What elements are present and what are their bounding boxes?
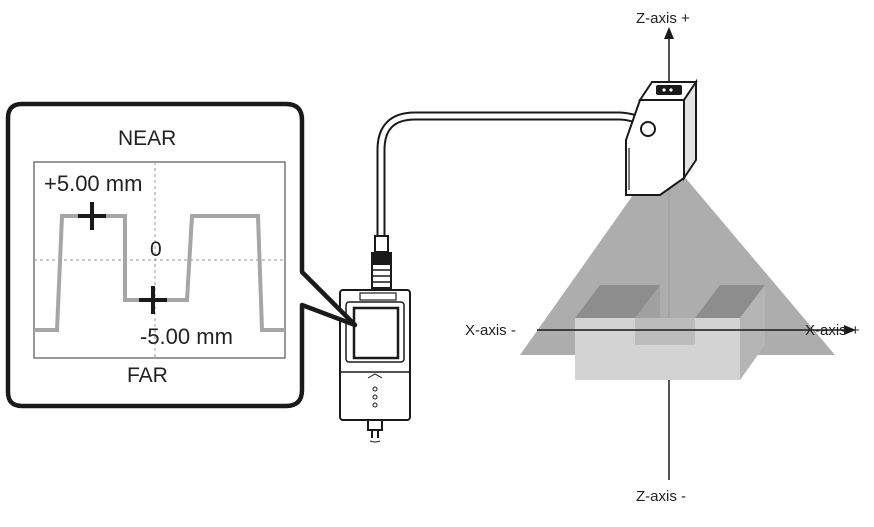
workpiece-groove-wall: [635, 318, 695, 345]
workpiece-top-right: [695, 285, 765, 318]
sensor-head: [625, 78, 698, 196]
cable-connector: [371, 235, 392, 289]
controller-led-1: [372, 386, 378, 392]
controller-chevron: [367, 373, 383, 379]
sensor-indicator-window: [656, 85, 682, 95]
workpiece-right-face: [740, 285, 765, 380]
controller-bottom-connector: [367, 419, 383, 431]
controller-led-3: [372, 402, 378, 408]
lower-value-label: -5.00 mm: [140, 324, 233, 349]
sensor-indicator-led-2: [669, 88, 673, 92]
far-label: FAR: [127, 364, 168, 387]
sensor-head-front: [625, 99, 685, 196]
upper-value-label: +5.00 mm: [44, 171, 143, 196]
z-axis-minus-label: Z-axis -: [636, 488, 686, 505]
x-axis-plus-label: X-axis +: [805, 322, 860, 339]
z-axis-arrowhead: [664, 27, 674, 39]
sensor-cable-port: [640, 121, 656, 137]
sensor-cable-inner: [378, 113, 650, 241]
workpiece-front-face: [575, 318, 740, 380]
x-axis-arrowhead: [844, 325, 856, 335]
workpiece-top-left: [575, 285, 660, 318]
controller-unit: [339, 289, 411, 443]
upper-marker-cross: [78, 202, 106, 230]
sensor-head-side: [683, 78, 697, 182]
x-axis-minus-label: X-axis -: [465, 322, 516, 339]
near-label: NEAR: [118, 127, 177, 150]
workpiece-block: [575, 285, 765, 380]
controller-screen: [352, 306, 400, 360]
controller-top-ports: [359, 292, 397, 301]
controller-led-2: [372, 394, 378, 400]
lower-marker-cross: [139, 286, 167, 314]
sensor-cable: [376, 111, 652, 243]
zero-label: 0: [150, 238, 162, 261]
sensor-indicator-led-1: [662, 88, 666, 92]
workpiece-groove-back: [635, 285, 660, 318]
z-axis-plus-label: Z-axis +: [636, 10, 690, 27]
display-graph-frame: [33, 161, 286, 359]
